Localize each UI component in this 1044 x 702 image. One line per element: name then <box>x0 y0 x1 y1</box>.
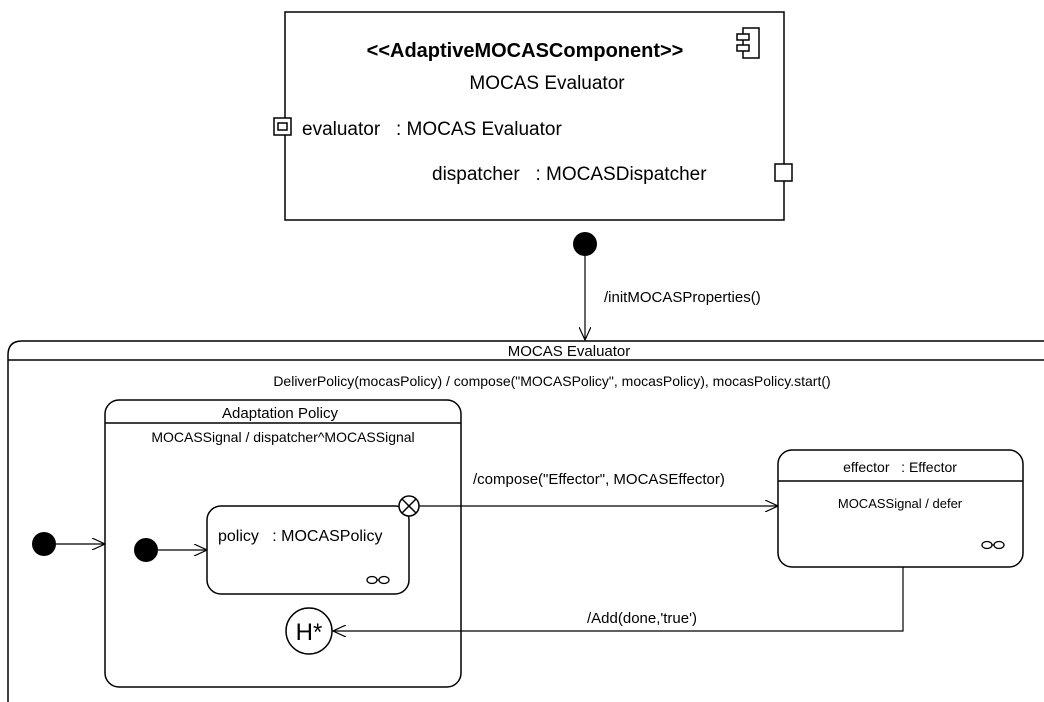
submachine-icon <box>981 540 1005 550</box>
evaluator-port-icon[interactable] <box>273 117 292 136</box>
inner-initial-node[interactable] <box>134 538 158 562</box>
add-done-label: /Add(done,'true') <box>587 610 697 627</box>
init-transition-label: /initMOCASProperties() <box>604 289 761 306</box>
deep-history-node[interactable]: H* <box>285 607 333 655</box>
component-name: MOCAS Evaluator <box>469 73 625 94</box>
effector-internal-transition: MOCASSignal / defer <box>838 496 963 511</box>
policy-state-label: policy : MOCASPolicy <box>218 528 382 545</box>
component-stereotype: <<AdaptiveMOCASComponent>> <box>367 40 684 62</box>
evaluator-port-label: evaluator : MOCAS Evaluator <box>302 119 562 140</box>
policy-state[interactable]: policy : MOCASPolicy <box>206 505 410 595</box>
effector-state-title: effector : Effector <box>843 459 957 475</box>
top-initial-node[interactable] <box>573 232 597 256</box>
exit-point-icon[interactable] <box>398 495 420 517</box>
mocas-evaluator-state[interactable]: MOCAS Evaluator DeliverPolicy(mocasPolic… <box>7 340 1044 702</box>
component-box[interactable]: <<AdaptiveMOCASComponent>> MOCAS Evaluat… <box>273 11 793 221</box>
dispatcher-port-label: dispatcher : MOCASDispatcher <box>432 164 707 185</box>
add-done-arrow[interactable] <box>333 567 904 631</box>
deep-history-label: H* <box>296 619 323 646</box>
submachine-icon <box>366 575 390 585</box>
mocas-evaluator-internal-transition: DeliverPolicy(mocasPolicy) / compose("MO… <box>273 373 830 389</box>
dispatcher-port-icon[interactable] <box>774 163 793 182</box>
compose-effector-label: /compose("Effector", MOCASEffector) <box>473 471 725 488</box>
component-icon <box>736 27 760 59</box>
outer-initial-node[interactable] <box>32 532 56 556</box>
adaptation-policy-title: Adaptation Policy <box>222 405 338 422</box>
mocas-evaluator-title: MOCAS Evaluator <box>508 343 631 360</box>
adaptation-policy-internal-transition: MOCASSignal / dispatcher^MOCASSignal <box>151 429 414 445</box>
effector-state[interactable]: effector : Effector MOCASSignal / defer <box>777 449 1024 568</box>
